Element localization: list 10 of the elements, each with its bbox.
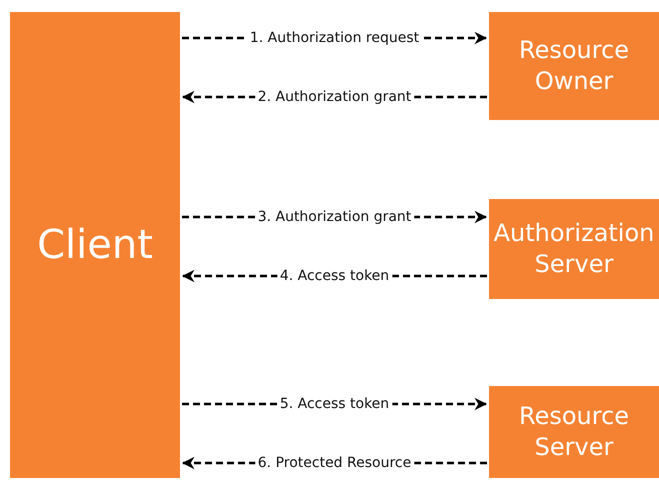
edge-label: 2. Authorization grant [254,89,414,105]
process-box [489,12,659,120]
process-box [489,199,659,299]
box-label: Resource Owner [518,34,630,97]
process-box [489,386,659,478]
box-label: Client [37,221,153,270]
box-label: Authorization Server [492,218,656,280]
edge-label: 1. Authorization request [246,30,422,46]
process-box [10,12,180,478]
box-label: Resource Server [518,400,630,463]
